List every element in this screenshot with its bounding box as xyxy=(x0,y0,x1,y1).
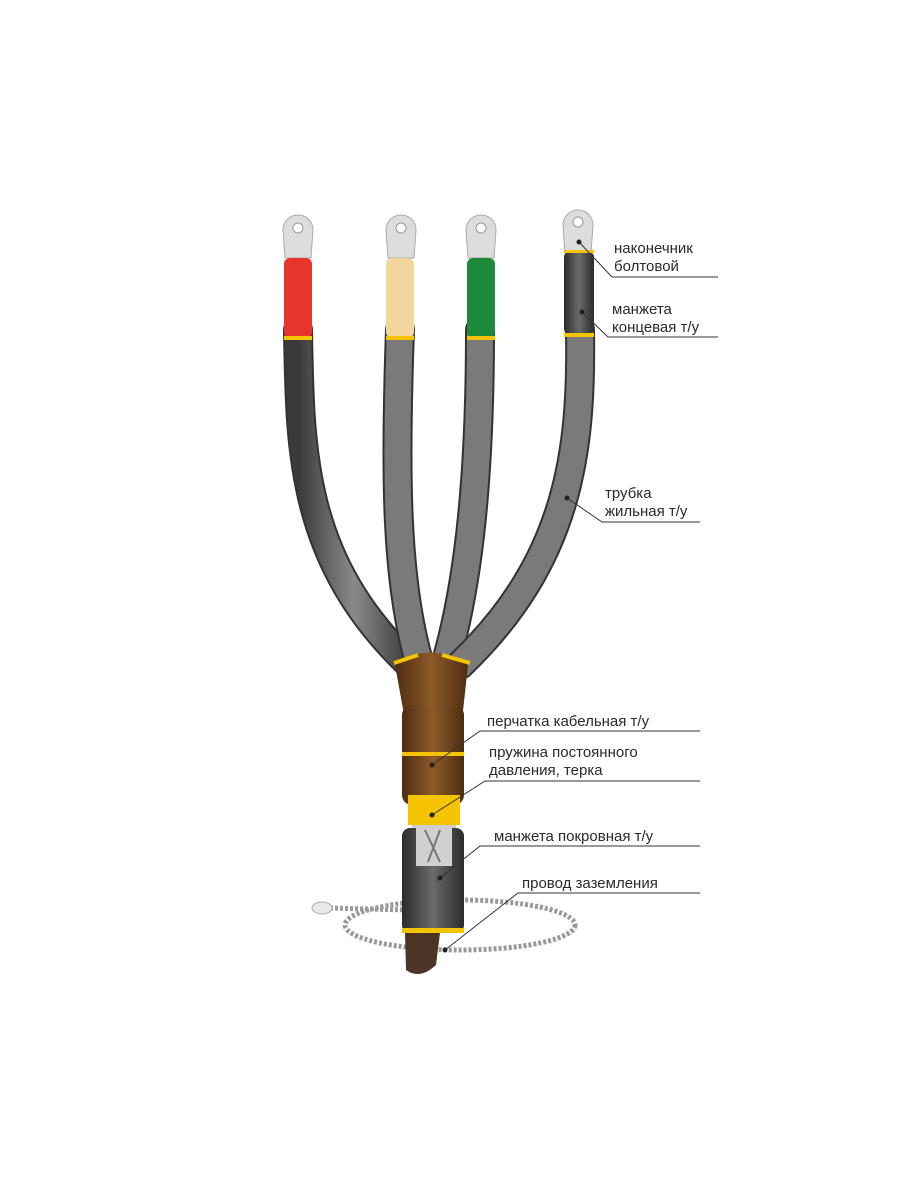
leader-lines xyxy=(431,241,718,951)
label-lug-1: наконечник xyxy=(614,240,693,257)
cable-glove xyxy=(393,652,471,805)
lug-phase-1 xyxy=(282,214,314,340)
label-lug-2: болтовой xyxy=(614,258,679,275)
label-glove: перчатка кабельная т/у xyxy=(487,713,650,730)
label-end-cuff-2: концевая т/у xyxy=(612,319,700,336)
label-core-tube-2: жильная т/у xyxy=(605,503,688,520)
label-spring-2: давления, терка xyxy=(489,762,603,779)
cover-cuff xyxy=(402,826,464,974)
label-core-tube-1: трубка xyxy=(605,485,652,502)
ground-wire xyxy=(311,897,578,953)
lug-phase-4 xyxy=(562,209,594,337)
label-end-cuff-1: манжета xyxy=(612,301,673,318)
label-spring-1: пружина постоянного xyxy=(489,744,638,761)
cable-cores xyxy=(283,315,596,680)
label-cover-cuff: манжета покровная т/у xyxy=(494,828,654,845)
lug-phase-3 xyxy=(465,214,497,340)
lug-phase-2 xyxy=(385,214,417,340)
label-ground-wire: провод заземления xyxy=(522,875,658,892)
leader-dots xyxy=(429,239,585,953)
